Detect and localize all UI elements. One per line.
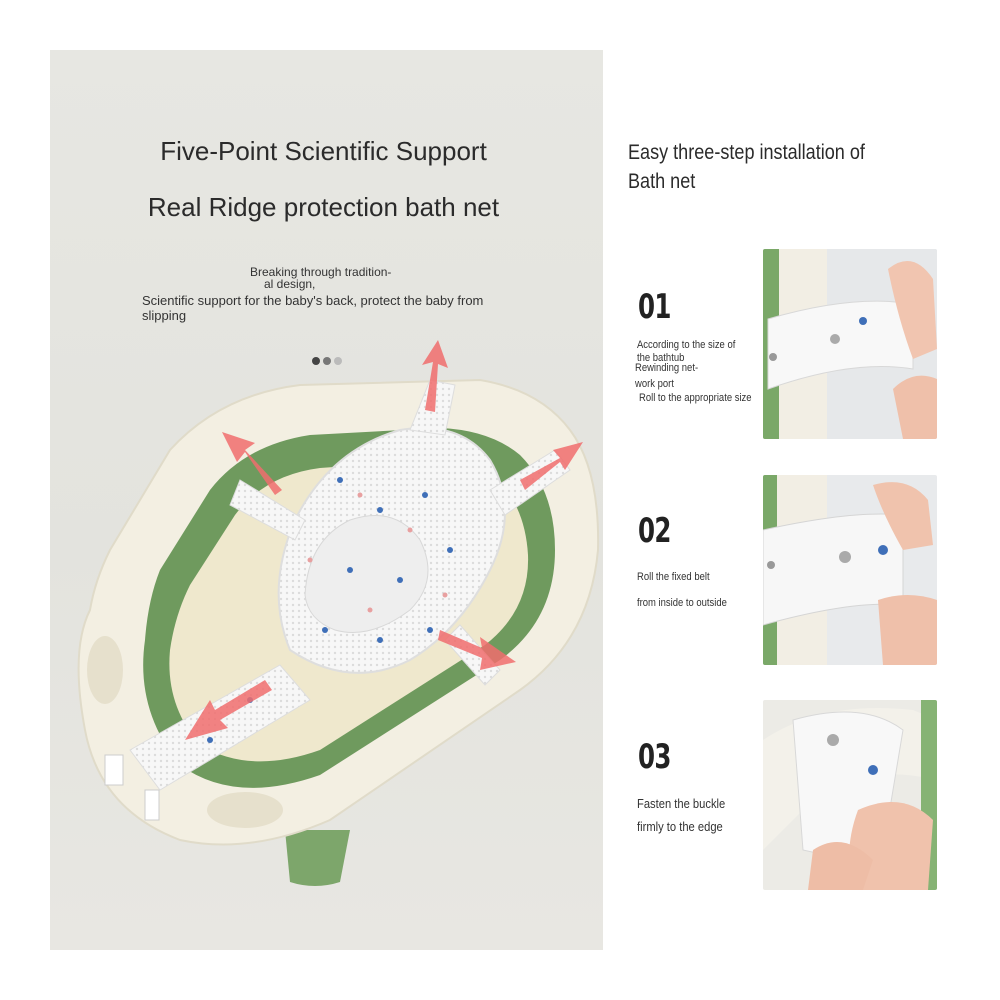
step-2-line: from inside to outside: [637, 597, 727, 609]
carousel-dots[interactable]: [312, 357, 342, 365]
carousel-dot-active[interactable]: [312, 357, 320, 365]
arrow-up-left: [222, 432, 282, 495]
subtext-scientific-support: Scientific support for the baby's back, …: [142, 293, 522, 323]
step-1-photo: [763, 249, 937, 439]
bathtub-illustration: [77, 340, 600, 886]
subtext-breaking-through: Breaking through tradition- al design,: [250, 266, 420, 290]
subtext-line: Scientific support for the baby's back, …: [142, 293, 484, 308]
step-3-photo: [763, 700, 937, 890]
support-arrows: [185, 340, 583, 740]
arrow-up: [422, 340, 448, 412]
step-1-line: Roll to the appropriate size: [639, 392, 752, 404]
subtext-line: slipping: [142, 308, 187, 323]
subtext-line: Breaking through tradition-: [250, 265, 392, 279]
carousel-dot[interactable]: [334, 357, 342, 365]
step-1-line: the bathtub: [637, 352, 685, 364]
step-3-line: Fasten the buckle: [637, 796, 726, 811]
carousel-dot[interactable]: [323, 357, 331, 365]
step-2-number: 02: [638, 511, 671, 551]
arrow-up-right: [520, 442, 583, 490]
headline-ridge-protection: Real Ridge protection bath net: [147, 192, 500, 222]
subtext-line: al design,: [264, 277, 316, 291]
star-decorations: [207, 477, 453, 743]
step-3-line: firmly to the edge: [637, 819, 723, 834]
step-2-photo: [763, 475, 937, 665]
step-1-line: Rewinding net-: [635, 362, 699, 374]
installation-title-line: Bath net: [628, 170, 696, 193]
step-3-number: 03: [638, 737, 671, 777]
installation-title-line: Easy three-step installation of: [628, 141, 865, 164]
step-1-line: work port: [635, 378, 674, 390]
installation-title: Easy three-step installation of Bath net: [628, 138, 869, 196]
net-clip-left: [104, 754, 124, 786]
net-clip-bottom: [144, 789, 160, 821]
tub-handle-bottom: [207, 792, 283, 828]
step-2-line: Roll the fixed belt: [637, 571, 710, 583]
arrow-down-right: [438, 630, 516, 670]
step-1-number: 01: [638, 287, 671, 327]
step-1-line: According to the size of: [637, 339, 736, 351]
arrow-down-left: [185, 680, 272, 740]
headline-five-point: Five-Point Scientific Support: [160, 136, 487, 166]
product-hero-panel: Five-Point Scientific Support Real Ridge…: [50, 50, 603, 950]
tub-handle-left: [87, 636, 123, 704]
